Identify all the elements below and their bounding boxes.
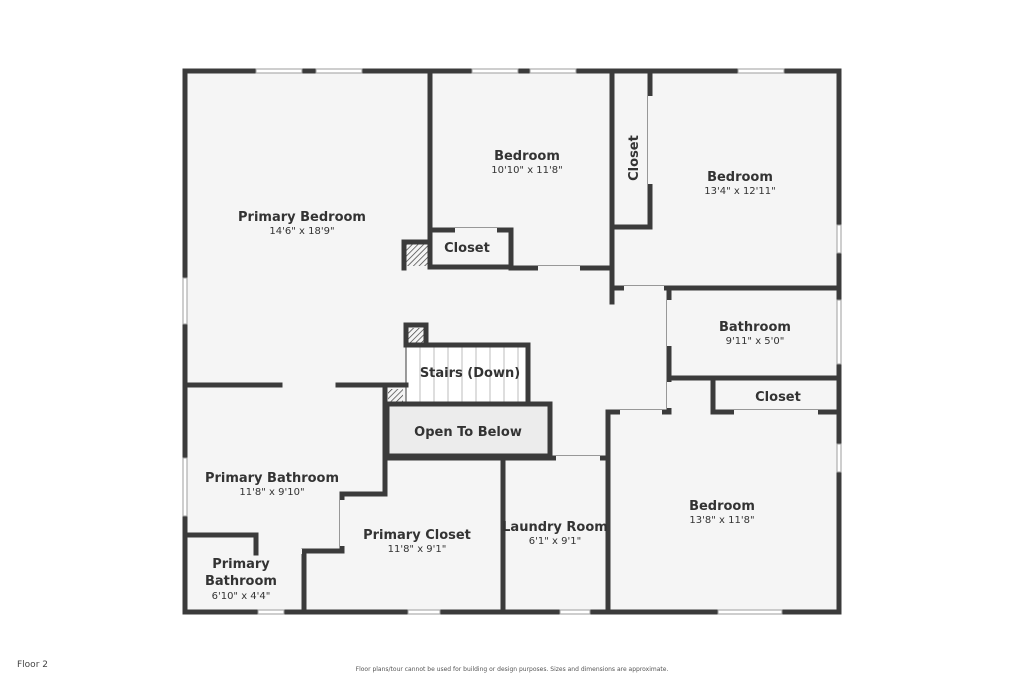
room-dim-bedroom-bottom: 13'8" x 11'8"	[689, 515, 754, 526]
room-name-closet-vertical: Closet	[627, 135, 642, 181]
chase-hatch	[406, 244, 428, 266]
room-name-bedroom-bottom: Bedroom	[689, 499, 755, 514]
room-name-closet-mid: Closet	[444, 241, 490, 256]
room-dim-bedroom-top: 10'10" x 11'8"	[491, 165, 563, 176]
room-name-primary-bathroom: Primary Bathroom	[205, 471, 339, 486]
open-to-below-label: Open To Below	[414, 425, 522, 440]
room-dim-primary-bathroom: 11'8" x 9'10"	[239, 487, 304, 498]
room-name-closet-right: Closet	[755, 390, 801, 405]
room-name-laundry: Laundry Room	[502, 520, 608, 535]
room-name-primary-bathroom-small-line1: Primary	[212, 557, 270, 572]
room-name-primary-closet: Primary Closet	[363, 528, 471, 543]
room-dim-bathroom: 9'11" x 5'0"	[726, 336, 785, 347]
chase-hatch	[388, 389, 403, 402]
stairs-label: Stairs (Down)	[420, 366, 520, 381]
room-name-primary-bathroom-small-line2: Bathroom	[205, 574, 277, 589]
door-openings	[262, 96, 818, 554]
room-dim-bedroom-right: 13'4" x 12'11"	[704, 186, 776, 197]
room-name-bedroom-right: Bedroom	[707, 170, 773, 185]
room-dim-primary-bathroom-small: 6'10" x 4'4"	[212, 591, 271, 602]
windows	[182, 68, 842, 615]
room-dim-primary-bedroom: 14'6" x 18'9"	[269, 226, 334, 237]
room-name-primary-bedroom: Primary Bedroom	[238, 210, 366, 225]
disclaimer: Floor plans/tour cannot be used for buil…	[355, 666, 669, 673]
floor-label: Floor 2	[17, 660, 48, 670]
room-dim-laundry: 6'1" x 9'1"	[529, 536, 581, 547]
room-dim-primary-closet: 11'8" x 9'1"	[388, 544, 447, 555]
room-name-bedroom-top: Bedroom	[494, 149, 560, 164]
open-to-below-area	[387, 404, 550, 456]
floor-area	[185, 71, 839, 612]
chase-hatch	[408, 328, 424, 343]
room-name-bathroom: Bathroom	[719, 320, 791, 335]
